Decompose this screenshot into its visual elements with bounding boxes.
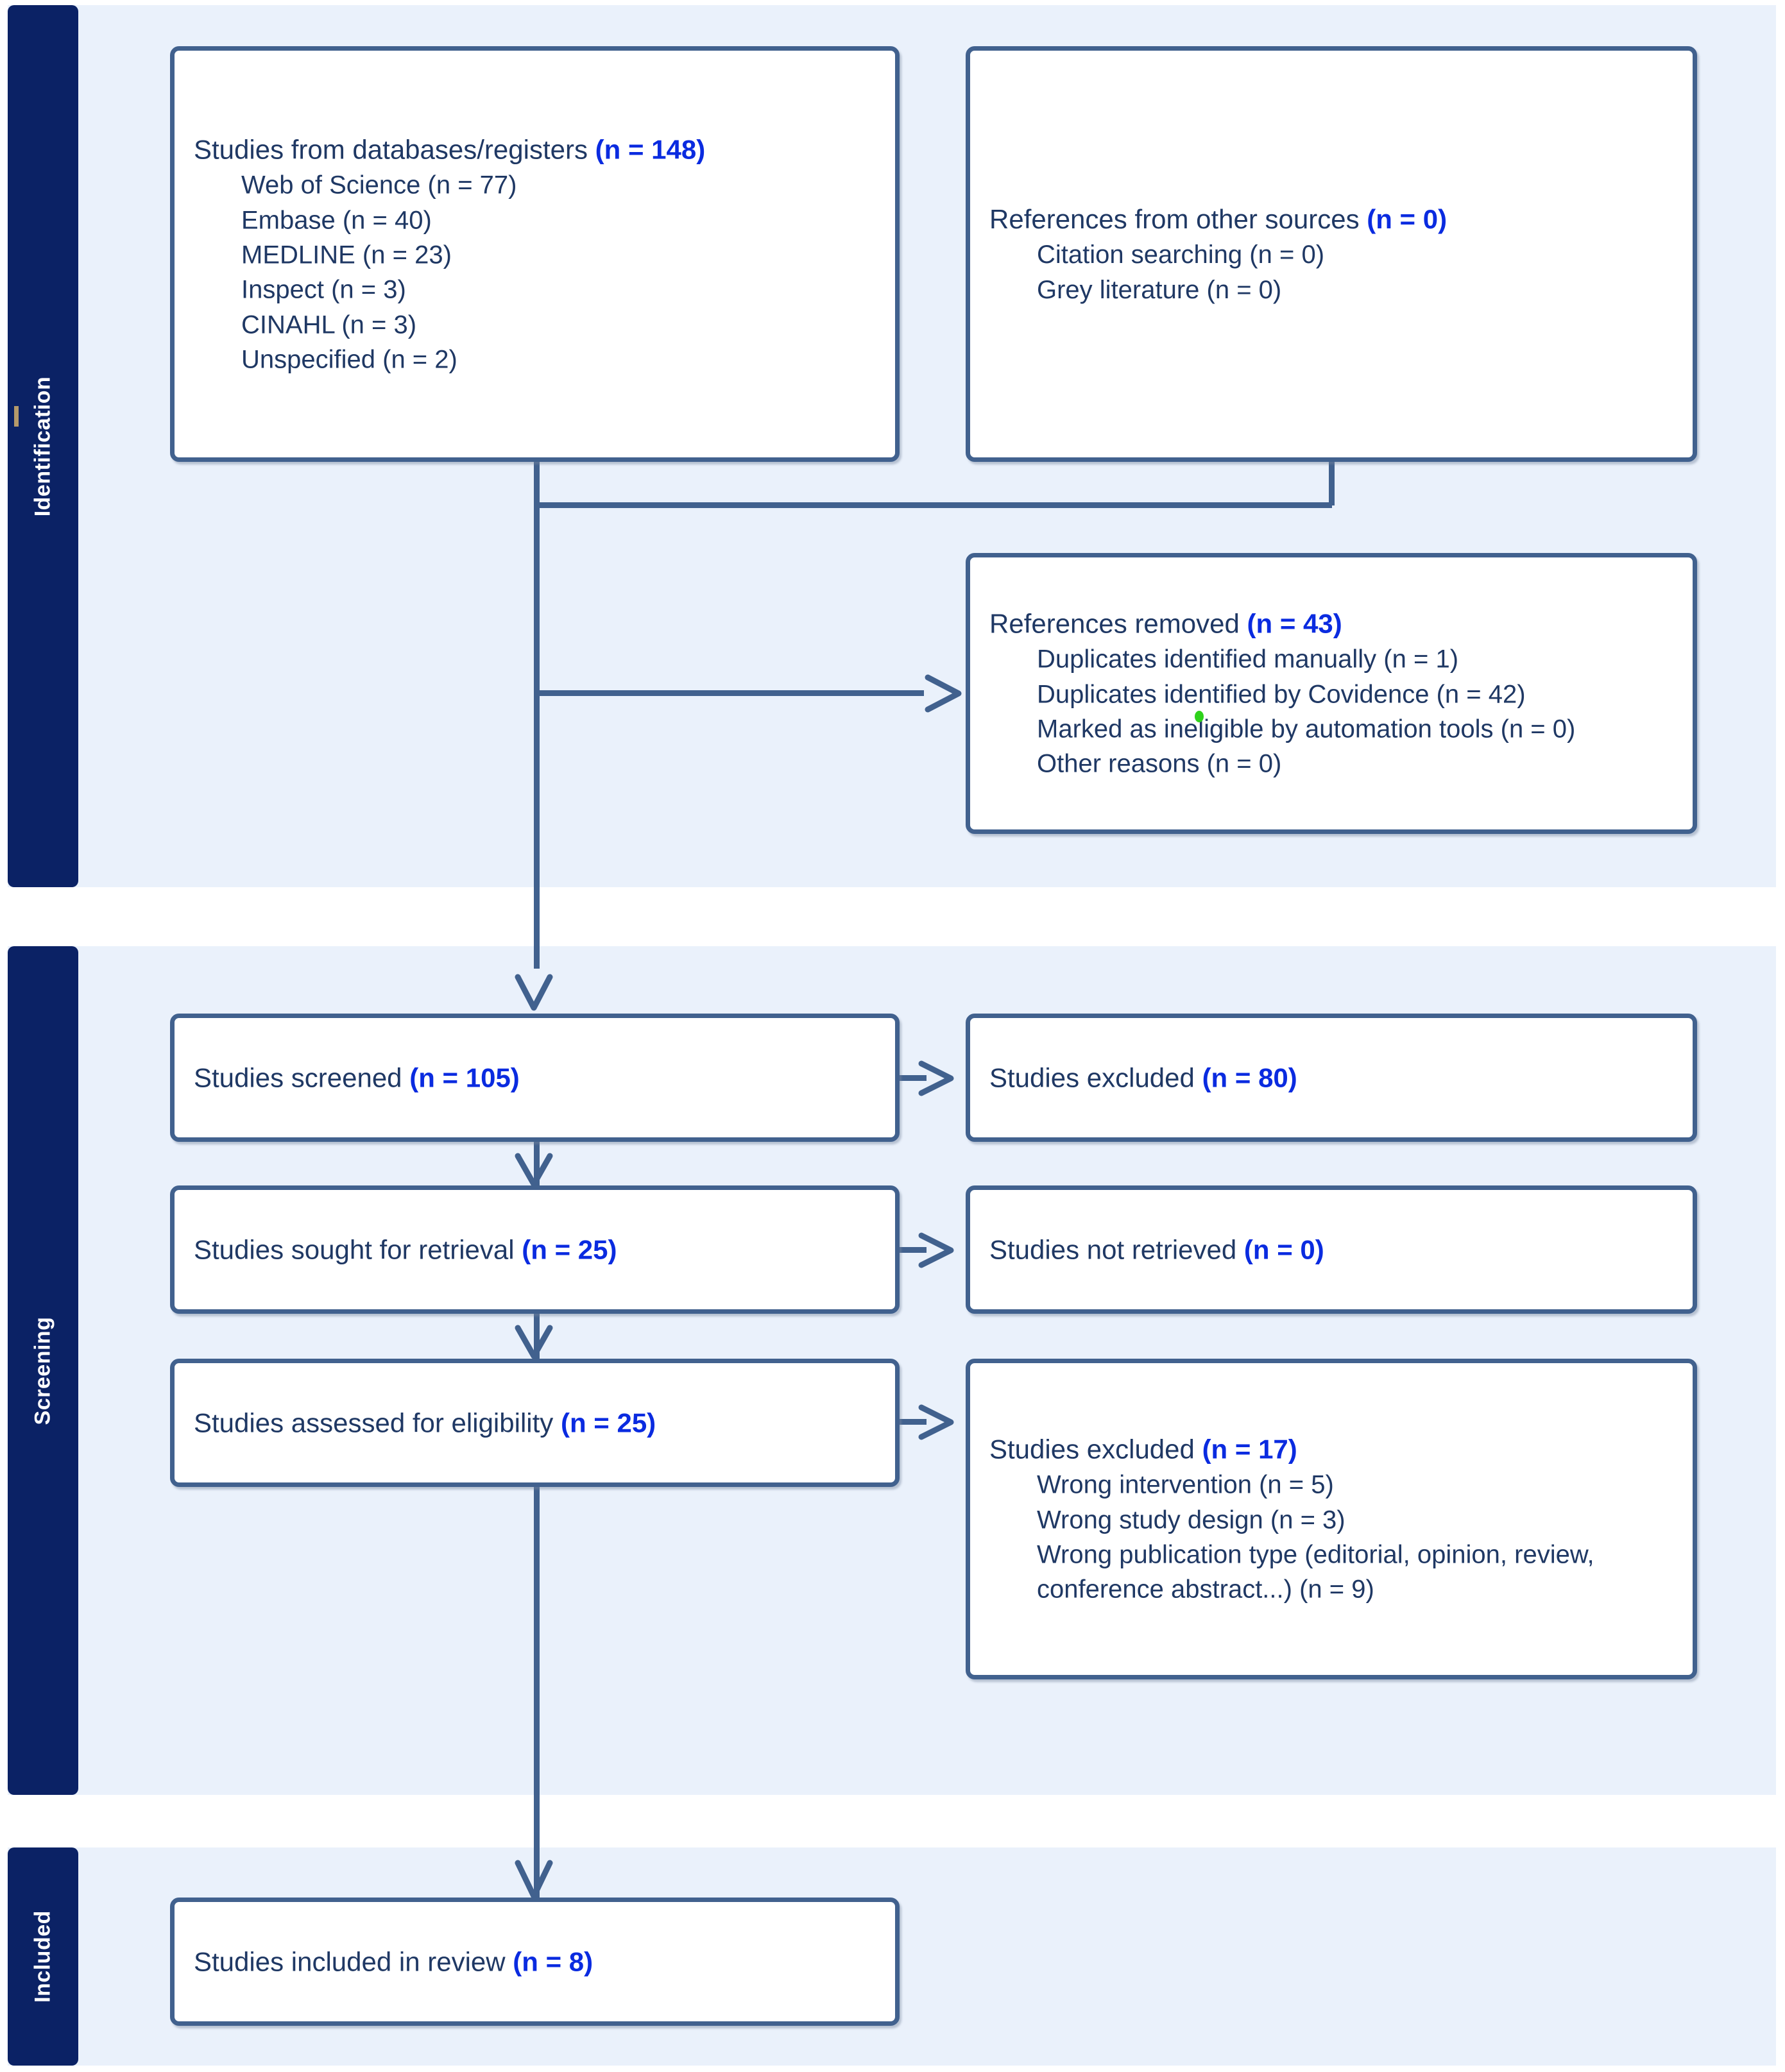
box-studies-sought-for-retrieval: Studies sought for retrieval (n = 25) [170, 1185, 900, 1314]
box-studies-not-retrieved: Studies not retrieved (n = 0) [966, 1185, 1697, 1314]
box-heading: Studies from databases/registers (n = 14… [194, 131, 876, 167]
box-heading: Studies not retrieved (n = 0) [989, 1231, 1673, 1268]
connector-sought-to-notretrieved [900, 1247, 927, 1253]
box-references-other-sources: References from other sources (n = 0) Ci… [966, 46, 1697, 462]
list-item: Wrong study design (n = 3) [1037, 1506, 1345, 1534]
list-item: Citation searching (n = 0) [1037, 241, 1325, 269]
heading-count: (n = 25) [560, 1407, 656, 1438]
heading-count: (n = 17) [1202, 1434, 1297, 1465]
heading-count: (n = 105) [409, 1062, 520, 1093]
connector-identification-trunk [534, 462, 540, 969]
connector-screened-to-sought [534, 1142, 540, 1188]
heading-text: Studies from databases/registers [194, 134, 595, 165]
heading-count: (n = 8) [513, 1946, 594, 1977]
box-heading: Studies included in review (n = 8) [194, 1943, 876, 1980]
list-item: Embase (n = 40) [241, 205, 432, 234]
box-heading: References from other sources (n = 0) [989, 201, 1673, 237]
heading-count: (n = 148) [595, 134, 706, 165]
heading-text: Studies assessed for eligibility [194, 1407, 561, 1438]
green-dot-artifact [1195, 711, 1204, 722]
heading-text: Studies not retrieved [989, 1234, 1244, 1265]
arrowhead-to-studies-sought [511, 1148, 556, 1191]
list-item: Wrong publication type (editorial, opini… [1037, 1540, 1594, 1604]
list-item: Other reasons (n = 0) [1037, 749, 1282, 778]
connector-assessed-to-excluded [900, 1419, 927, 1425]
list-item: Inspect (n = 3) [241, 275, 406, 304]
heading-count: (n = 0) [1243, 1234, 1324, 1265]
heading-count: (n = 80) [1202, 1062, 1297, 1093]
heading-text: Studies included in review [194, 1946, 513, 1977]
connector-othersources-stub [1329, 462, 1335, 505]
heading-count: (n = 0) [1367, 204, 1448, 235]
connector-to-references-removed [534, 690, 924, 696]
arrowhead-to-studies-excluded-eligibility [911, 1401, 961, 1443]
box-heading: References removed (n = 43) [989, 606, 1673, 642]
box-studies-from-databases: Studies from databases/registers (n = 14… [170, 46, 900, 462]
heading-text: Studies excluded [989, 1434, 1202, 1465]
list-item: Duplicates identified manually (n = 1) [1037, 645, 1459, 674]
box-heading: Studies excluded (n = 80) [989, 1059, 1673, 1096]
box-studies-excluded-screening: Studies excluded (n = 80) [966, 1014, 1697, 1142]
list-item: MEDLINE (n = 23) [241, 241, 452, 269]
box-references-removed: References removed (n = 43) Duplicates i… [966, 553, 1697, 834]
list-item: Web of Science (n = 77) [241, 171, 517, 200]
section-label-screening: Screening [30, 1316, 55, 1425]
heading-count: (n = 43) [1247, 608, 1342, 639]
band-tick-marker [14, 406, 19, 427]
box-heading: Studies screened (n = 105) [194, 1059, 876, 1096]
box-studies-excluded-eligibility: Studies excluded (n = 17) Wrong interven… [966, 1359, 1697, 1679]
connector-sought-to-assessed [534, 1314, 540, 1361]
arrowhead-to-studies-screened [511, 959, 556, 1015]
section-band-screening: Screening [8, 946, 78, 1795]
heading-text: Studies sought for retrieval [194, 1234, 522, 1265]
list-item: Grey literature (n = 0) [1037, 275, 1282, 304]
section-label-identification: Identification [30, 376, 55, 516]
arrowhead-to-studies-not-retrieved [911, 1229, 961, 1271]
heading-text: References from other sources [989, 204, 1367, 235]
arrowhead-to-studies-included [511, 1853, 556, 1903]
list-item: CINAHL (n = 3) [241, 310, 417, 339]
box-studies-included-in-review: Studies included in review (n = 8) [170, 1898, 900, 2026]
list-item: Duplicates identified by Covidence (n = … [1037, 680, 1526, 709]
connector-assessed-to-included [534, 1487, 540, 1904]
list-item: Wrong intervention (n = 5) [1037, 1470, 1334, 1499]
heading-count: (n = 25) [522, 1234, 617, 1265]
section-band-identification: Identification [8, 5, 78, 887]
box-studies-screened: Studies screened (n = 105) [170, 1014, 900, 1142]
list-item: Unspecified (n = 2) [241, 345, 457, 374]
arrowhead-to-references-removed [916, 671, 968, 716]
box-studies-assessed-for-eligibility: Studies assessed for eligibility (n = 25… [170, 1359, 900, 1487]
heading-text: Studies screened [194, 1062, 410, 1093]
connector-screened-to-excluded [900, 1075, 927, 1081]
box-heading: Studies assessed for eligibility (n = 25… [194, 1404, 876, 1441]
box-heading: Studies sought for retrieval (n = 25) [194, 1231, 876, 1268]
connector-othersources-join [534, 502, 1332, 508]
heading-text: Studies excluded [989, 1062, 1202, 1093]
list-item: Marked as ineligible by automation tools… [1037, 715, 1576, 743]
arrowhead-to-studies-assessed [511, 1320, 556, 1363]
section-band-included: Included [8, 1847, 78, 2066]
heading-text: References removed [989, 608, 1247, 639]
section-label-included: Included [30, 1910, 55, 2003]
arrowhead-to-studies-excluded-screening [911, 1057, 961, 1100]
box-heading: Studies excluded (n = 17) [989, 1431, 1673, 1468]
